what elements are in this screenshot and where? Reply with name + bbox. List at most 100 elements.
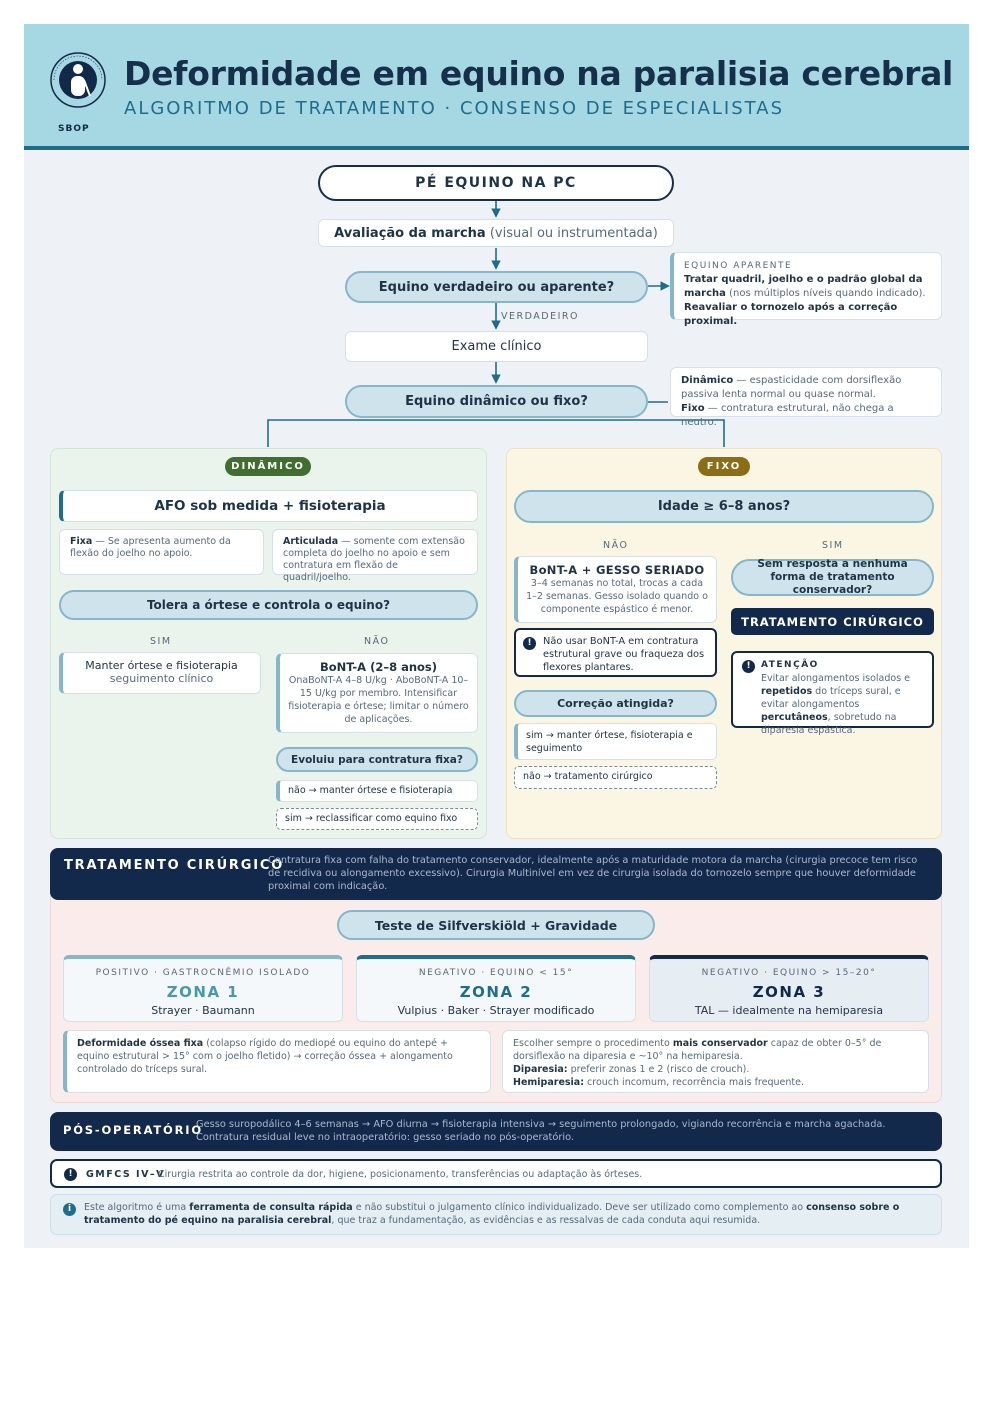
correction-no-action: não → tratamento cirúrgico — [514, 766, 717, 789]
footer-bold1: ferramenta de consulta rápida — [189, 1202, 353, 1213]
footer-text3: , que traz a fundamentação, as evidência… — [331, 1215, 761, 1226]
choose-bold: mais conservador — [672, 1038, 768, 1049]
clinical-exam-node: Exame clínico — [345, 331, 648, 362]
apparent-text2: (nos múltiplos níveis quando indicado). — [729, 288, 926, 299]
choose-text1: Escolher sempre o procedimento — [513, 1038, 673, 1049]
attention-box: ! ATENÇÃO Evitar alongamentos isolados e… — [731, 651, 934, 736]
def-dyn-term: Dinâmico — [681, 375, 734, 386]
gait-eval-note: (visual ou instrumentada) — [489, 225, 658, 241]
attention-bold2: percutâneos — [761, 712, 828, 723]
evolved-no-action: não → manter órtese e fisioterapia — [276, 780, 478, 802]
postop-banner: PÓS-OPERATÓRIO Gesso suropodálico 4–6 se… — [50, 1112, 942, 1151]
fixed-afo-text: — Se apresenta aumento da flexão do joel… — [70, 536, 231, 559]
bont-title: BoNT-A (2–8 anos) — [319, 660, 438, 674]
zone-2-name: ZONA 2 — [459, 983, 533, 1001]
gmfcs-title: GMFCS IV–V — [86, 1169, 166, 1180]
attention-text3: , sobretudo na diparesia espástica. — [761, 712, 897, 736]
postop-text: Gesso suropodálico 4–6 semanas → AFO diu… — [196, 1119, 886, 1143]
artic-afo-term: Articulada — [283, 536, 339, 547]
fixed-afo-term: Fixa — [70, 536, 93, 547]
afo-node: AFO sob medida + fisioterapia — [59, 490, 478, 522]
bont-cast-text: 3–4 semanas no total, trocas a cada 1–2 … — [526, 578, 708, 615]
bont-warning: ! Não usar BoNT-A em contratura estrutur… — [514, 628, 717, 677]
fixed-afo-note: Fixa — Se apresenta aumento da flexão do… — [59, 529, 264, 575]
zone-2-label: NEGATIVO · EQUINO < 15° — [418, 968, 574, 978]
zone-2-card: NEGATIVO · EQUINO < 15° ZONA 2 Vulpius ·… — [356, 955, 636, 1022]
zone-2-procs: Vulpius · Baker · Strayer modificado — [397, 1004, 595, 1017]
footer-text1: Este algoritmo é uma — [84, 1202, 190, 1213]
artic-afo-text: — somente com extensão completa do joelh… — [283, 536, 465, 583]
sbop-logo — [50, 52, 106, 108]
decision-correction: Correção atingida? — [514, 690, 717, 717]
label-no-fixed: NÃO — [603, 540, 629, 551]
decision-age: Idade ≥ 6–8 anos? — [514, 490, 934, 523]
bont-text: OnaBoNT-A 4–8 U/kg · AboBoNT-A 10–15 U/k… — [288, 675, 469, 725]
decision-no-response: Sem resposta a nenhuma forma de tratamen… — [731, 558, 934, 596]
postop-title: PÓS-OPERATÓRIO — [63, 1123, 203, 1137]
apparent-title: EQUINO APARENTE — [684, 261, 793, 271]
attention-icon: ! — [742, 660, 755, 673]
decision-dynamic-fixed: Equino dinâmico ou fixo? — [345, 385, 648, 418]
bont-card: BoNT-A (2–8 anos) OnaBoNT-A 4–8 U/kg · A… — [276, 653, 478, 733]
gmfcs-alert-icon: ! — [64, 1168, 77, 1181]
attention-text: Evitar alongamentos isolados e repetidos… — [761, 672, 924, 737]
procedure-choice-note: Escolher sempre o procedimento mais cons… — [502, 1030, 929, 1093]
zone-3-name: ZONA 3 — [752, 983, 826, 1001]
gait-eval-node: Avaliação da marcha (visual ou instrumen… — [318, 219, 674, 247]
decision-true-apparent: Equino verdadeiro ou aparente? — [345, 271, 648, 303]
surgical-banner: TRATAMENTO CIRÚRGICO Contratura fixa com… — [50, 848, 942, 900]
bone-text: (colapso rígido do mediopé ou equino do … — [77, 1038, 453, 1075]
attention-text1: Evitar alongamentos isolados e — [761, 673, 911, 684]
label-yes-dyn: SIM — [150, 636, 172, 647]
page-title: Deformidade em equino na paralisia cereb… — [124, 54, 954, 93]
header-banner — [24, 24, 969, 150]
attention-text2: do tríceps sural, e evitar alongamentos — [761, 686, 901, 710]
zone-3-label: NEGATIVO · EQUINO > 15–20° — [701, 968, 877, 978]
surgical-node: TRATAMENTO CIRÚRGICO — [731, 608, 934, 635]
keep-title: Manter órtese e fisioterapia — [85, 659, 238, 672]
definition-note: Dinâmico — espasticidade com dorsiflexão… — [670, 367, 942, 428]
footer-bold2: consenso sobre o tratamento do pé equino… — [84, 1202, 900, 1226]
decision-evolved: Evoluiu para contratura fixa? — [276, 747, 478, 772]
silfverskiold-test: Teste de Silfverskiöld + Gravidade — [337, 910, 655, 940]
label-true: VERDADEIRO — [501, 311, 579, 322]
bont-cast-title: BoNT-A + GESSO SERIADO — [529, 563, 705, 577]
articulated-afo-note: Articulada — somente com extensão comple… — [272, 529, 478, 583]
bone-term: Deformidade óssea fixa — [77, 1038, 204, 1049]
bone-deformity-note: Deformidade óssea fixa (colapso rígido d… — [63, 1030, 491, 1093]
choose-text2: capaz de obter 0–5° de dorsiflexão na di… — [513, 1038, 882, 1062]
page-subtitle: ALGORITMO DE TRATAMENTO · CONSENSO DE ES… — [124, 98, 784, 119]
bont-warning-text: Não usar BoNT-A em contratura estrutural… — [543, 636, 705, 673]
apparent-text1: Tratar quadril, joelho e o padrão global… — [684, 274, 923, 299]
start-node: PÉ EQUINO NA PC — [318, 165, 674, 201]
surgical-text: Contratura fixa com falha do tratamento … — [268, 855, 918, 892]
hemiparesis-text: crouch incomum, recorrência mais frequen… — [584, 1077, 804, 1088]
attention-title: ATENÇÃO — [761, 660, 819, 670]
diparesis-term: Diparesia: — [513, 1064, 568, 1075]
zone-3-procs: TAL — idealmente na hemiparesia — [694, 1004, 884, 1017]
label-yes-fixed: SIM — [822, 540, 844, 551]
evolved-yes-action: sim → reclassificar como equino fixo — [276, 808, 478, 830]
zone-1-procs: Strayer · Baumann — [151, 1004, 255, 1017]
zone-3-card: NEGATIVO · EQUINO > 15–20° ZONA 3 TAL — … — [649, 955, 929, 1022]
footer-disclaimer: i Este algoritmo é uma ferramenta de con… — [50, 1194, 942, 1235]
attention-bold1: repetidos — [761, 686, 813, 697]
alert-icon: ! — [523, 637, 536, 650]
label-no-dyn: NÃO — [364, 636, 390, 647]
decision-tolerate: Tolera a órtese e controla o equino? — [59, 590, 478, 620]
zone-1-name: ZONA 1 — [166, 983, 240, 1001]
gmfcs-box: ! GMFCS IV–V Cirurgia restrita ao contro… — [50, 1159, 942, 1188]
fixed-tag: FIXO — [698, 457, 750, 476]
def-fix-term: Fixo — [681, 403, 705, 414]
hemiparesis-term: Hemiparesia: — [513, 1077, 585, 1088]
logo-abbr: SBOP — [58, 124, 90, 134]
diparesis-text: preferir zonas 1 e 2 (risco de crouch). — [567, 1064, 750, 1075]
gait-eval-label: Avaliação da marcha — [334, 225, 486, 241]
def-dyn-text: — espasticidade com dorsiflexão passiva … — [681, 375, 902, 400]
apparent-text3: Reavaliar o tornozelo após a correção pr… — [684, 302, 898, 327]
info-icon: i — [63, 1203, 76, 1216]
footer-text2: e não substitui o julgamento clínico ind… — [352, 1202, 807, 1213]
dynamic-tag: DINÂMICO — [225, 457, 311, 476]
zone-1-card: POSITIVO · GASTROCNÊMIO ISOLADO ZONA 1 S… — [63, 955, 343, 1022]
def-fix-text: — contratura estrutural, não chega a neu… — [681, 403, 894, 428]
